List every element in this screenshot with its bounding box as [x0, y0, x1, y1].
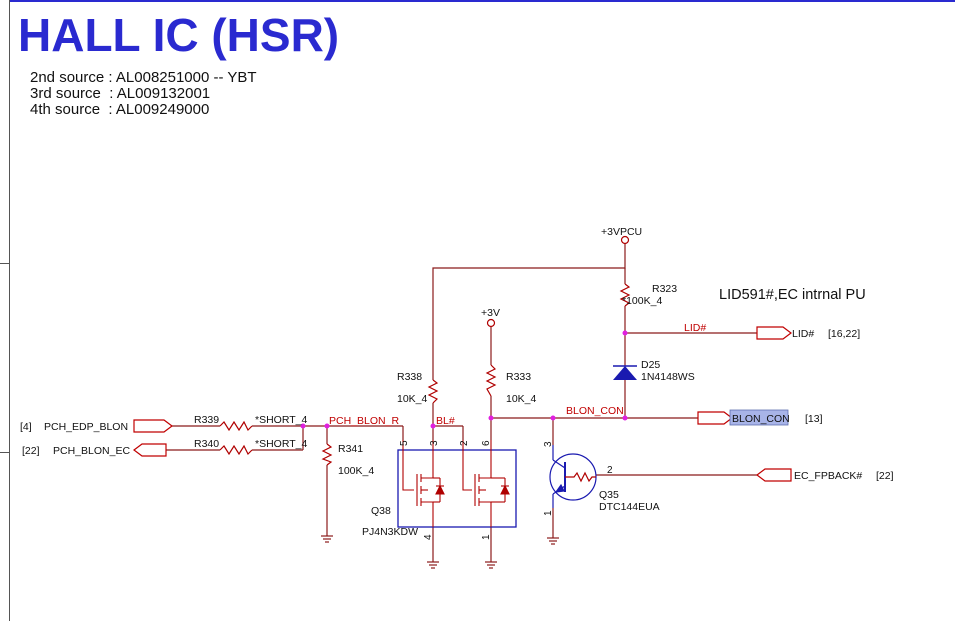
diode-d25	[613, 365, 637, 380]
r339-ref: R339	[194, 414, 219, 426]
border-tick	[0, 263, 10, 264]
junction-dot	[488, 415, 494, 421]
q35-value: DTC144EUA	[599, 501, 660, 513]
source-line: 2nd source : AL008251000 -- YBT	[30, 69, 257, 86]
port-ref-ec-fpback: [22]	[876, 470, 894, 482]
pin-number: 4	[423, 534, 434, 540]
port-pch-edp-blon	[133, 419, 173, 433]
r323-ref: R323	[652, 283, 677, 295]
d25-value: 1N4148WS	[641, 371, 695, 383]
source-value: AL009132001	[116, 85, 211, 102]
power-symbol-3v: +3V	[481, 307, 500, 328]
pin-number: 3	[543, 441, 554, 447]
mosfet-q38	[397, 440, 517, 528]
junction-dot	[550, 415, 556, 421]
ground-icon	[547, 537, 559, 545]
left-border-line	[9, 0, 10, 621]
ground-symbols	[321, 535, 559, 569]
net-label-blon-con: BLON_CON	[566, 405, 624, 417]
resistor-r323	[619, 283, 631, 307]
q38-package	[397, 449, 517, 528]
highlight-blon-con	[729, 409, 789, 426]
port-ref-pch-edp-blon: [4]	[20, 421, 32, 433]
power-symbol-3vpcu: +3VPCU	[601, 226, 642, 245]
resistor-r333	[485, 364, 497, 397]
source-label: 4th source	[30, 101, 101, 118]
port-ref-lid: [16,22]	[828, 328, 860, 340]
power-label-3v: +3V	[481, 307, 500, 319]
top-border-line	[10, 0, 955, 2]
port-name-lid: LID#	[792, 328, 814, 340]
lid-note: LID591#,EC intrnal PU	[719, 287, 866, 303]
r340-ref: R340	[194, 438, 219, 450]
pin-number: 5	[399, 440, 410, 446]
pin-number: 1	[481, 534, 492, 540]
ground-icon	[321, 535, 333, 543]
source-label: 2nd source	[30, 69, 105, 86]
net-label-bl: BL#	[436, 415, 455, 427]
resistor-r341	[321, 443, 333, 466]
pin-number: 6	[481, 440, 492, 446]
port-pch-blon-ec	[133, 443, 167, 457]
net-label-lid: LID#	[684, 322, 706, 334]
port-name-pch-blon-ec: PCH_BLON_EC	[53, 445, 130, 457]
ground-icon	[485, 561, 497, 569]
r338-ref: R338	[397, 371, 422, 383]
junction-dot	[430, 423, 436, 429]
q35-ref: Q35	[599, 489, 619, 501]
source-line: 4th source : AL009249000	[30, 101, 210, 118]
source-value: AL008251000 -- YBT	[115, 69, 257, 86]
q38-value: PJ4N3KDW	[362, 526, 418, 538]
resistor-r339	[219, 420, 253, 432]
pin-number: 2	[459, 440, 470, 446]
port-ref-pch-blon-ec: [22]	[22, 445, 40, 457]
junctions	[300, 330, 628, 429]
source-label: 3rd source	[30, 85, 101, 102]
port-ec-fpback	[756, 468, 792, 482]
source-list: 2nd source : AL008251000 -- YBT 3rd sour…	[30, 70, 257, 118]
border-tick	[0, 452, 10, 453]
ports	[133, 326, 792, 482]
source-value: AL009249000	[115, 101, 210, 118]
port-lid	[756, 326, 792, 340]
transistor-q35	[549, 445, 597, 508]
r339-value: *SHORT_4	[255, 414, 307, 426]
r338-value: 10K_4	[397, 393, 428, 405]
r340-value: *SHORT_4	[255, 438, 307, 450]
port-name-pch-edp-blon: PCH_EDP_BLON	[44, 421, 128, 433]
junction-dot	[622, 330, 628, 336]
source-line: 3rd source : AL009132001	[30, 85, 211, 102]
r333-ref: R333	[506, 371, 531, 383]
resistor-r338	[427, 379, 439, 404]
port-name-blon-con: BLON_CON	[732, 413, 790, 425]
junction-dot	[300, 423, 306, 429]
power-label-3vpcu: +3VPCU	[601, 226, 642, 238]
pin-number: 2	[607, 465, 613, 476]
junction-dot	[622, 415, 628, 421]
port-ref-blon-con: [13]	[805, 413, 823, 425]
r323-value: *100K_4	[622, 295, 662, 307]
port-blon-con	[697, 411, 733, 425]
r341-value: 100K_4	[338, 465, 374, 477]
resistor-r340	[219, 444, 253, 456]
junction-dot	[324, 423, 330, 429]
d25-ref: D25	[641, 359, 660, 371]
net-label-pch-blon-r: PCH_BLON_R	[329, 415, 399, 427]
q38-ref: Q38	[371, 505, 391, 517]
r341-ref: R341	[338, 443, 363, 455]
pin-number: 3	[429, 440, 440, 446]
port-name-ec-fpback: EC_FPBACK#	[794, 470, 862, 482]
page-title: HALL IC (HSR)	[18, 9, 340, 61]
ground-icon	[427, 561, 439, 569]
pin-number: 1	[543, 510, 554, 516]
r333-value: 10K_4	[506, 393, 537, 405]
